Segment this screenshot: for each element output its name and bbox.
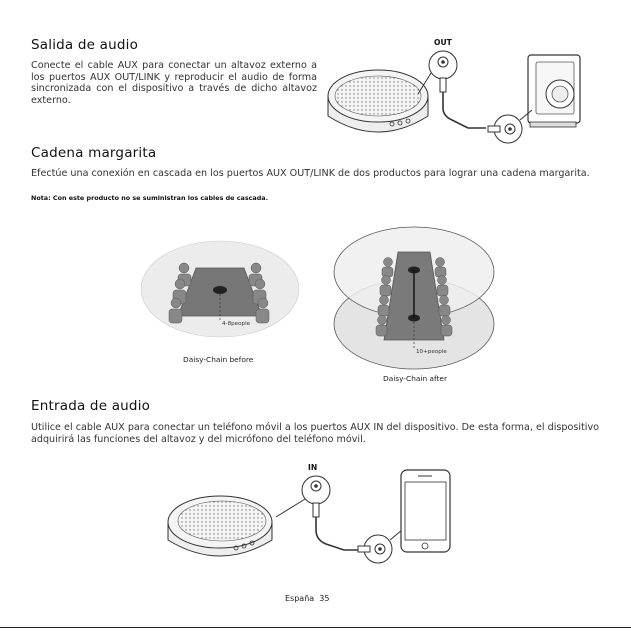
footer-country: España bbox=[285, 594, 315, 603]
out-label: OUT bbox=[434, 38, 452, 47]
conference-speaker-illustration-in bbox=[167, 495, 273, 557]
after-caption: Daisy-Chain after bbox=[383, 374, 447, 383]
in-label: IN bbox=[308, 463, 318, 472]
speaker-port-callout bbox=[487, 109, 533, 144]
daisy-chain-note: Nota: Con este producto no se suministra… bbox=[31, 194, 269, 202]
after-people-label: 10+people bbox=[416, 349, 447, 355]
section-body-audio-in: Utilice el cable AUX para conectar un te… bbox=[31, 422, 599, 445]
before-caption: Daisy-Chain before bbox=[183, 355, 254, 364]
bottom-rule bbox=[0, 627, 631, 628]
conference-speaker-illustration-out bbox=[327, 69, 429, 133]
section-body-daisy-chain: Efectúe una conexión en cascada en los p… bbox=[31, 168, 590, 179]
phone-port-callout bbox=[357, 529, 403, 564]
daisy-chain-after-illustration bbox=[333, 226, 495, 370]
section-title-audio-out: Salida de audio bbox=[31, 37, 139, 53]
daisy-chain-before-illustration bbox=[140, 240, 300, 338]
before-people-label: 4-8people bbox=[222, 321, 251, 327]
mobile-phone-icon bbox=[400, 469, 451, 553]
section-title-audio-in: Entrada de audio bbox=[31, 398, 151, 414]
page-footer: España 35 bbox=[285, 594, 329, 603]
section-title-daisy-chain: Cadena margarita bbox=[31, 145, 157, 161]
section-body-audio-out: Conecte el cable AUX para conectar un al… bbox=[31, 60, 317, 106]
external-speaker-icon bbox=[527, 54, 581, 128]
footer-page-number: 35 bbox=[319, 594, 330, 603]
in-port-callout bbox=[275, 475, 331, 518]
out-port-callout bbox=[417, 50, 458, 95]
